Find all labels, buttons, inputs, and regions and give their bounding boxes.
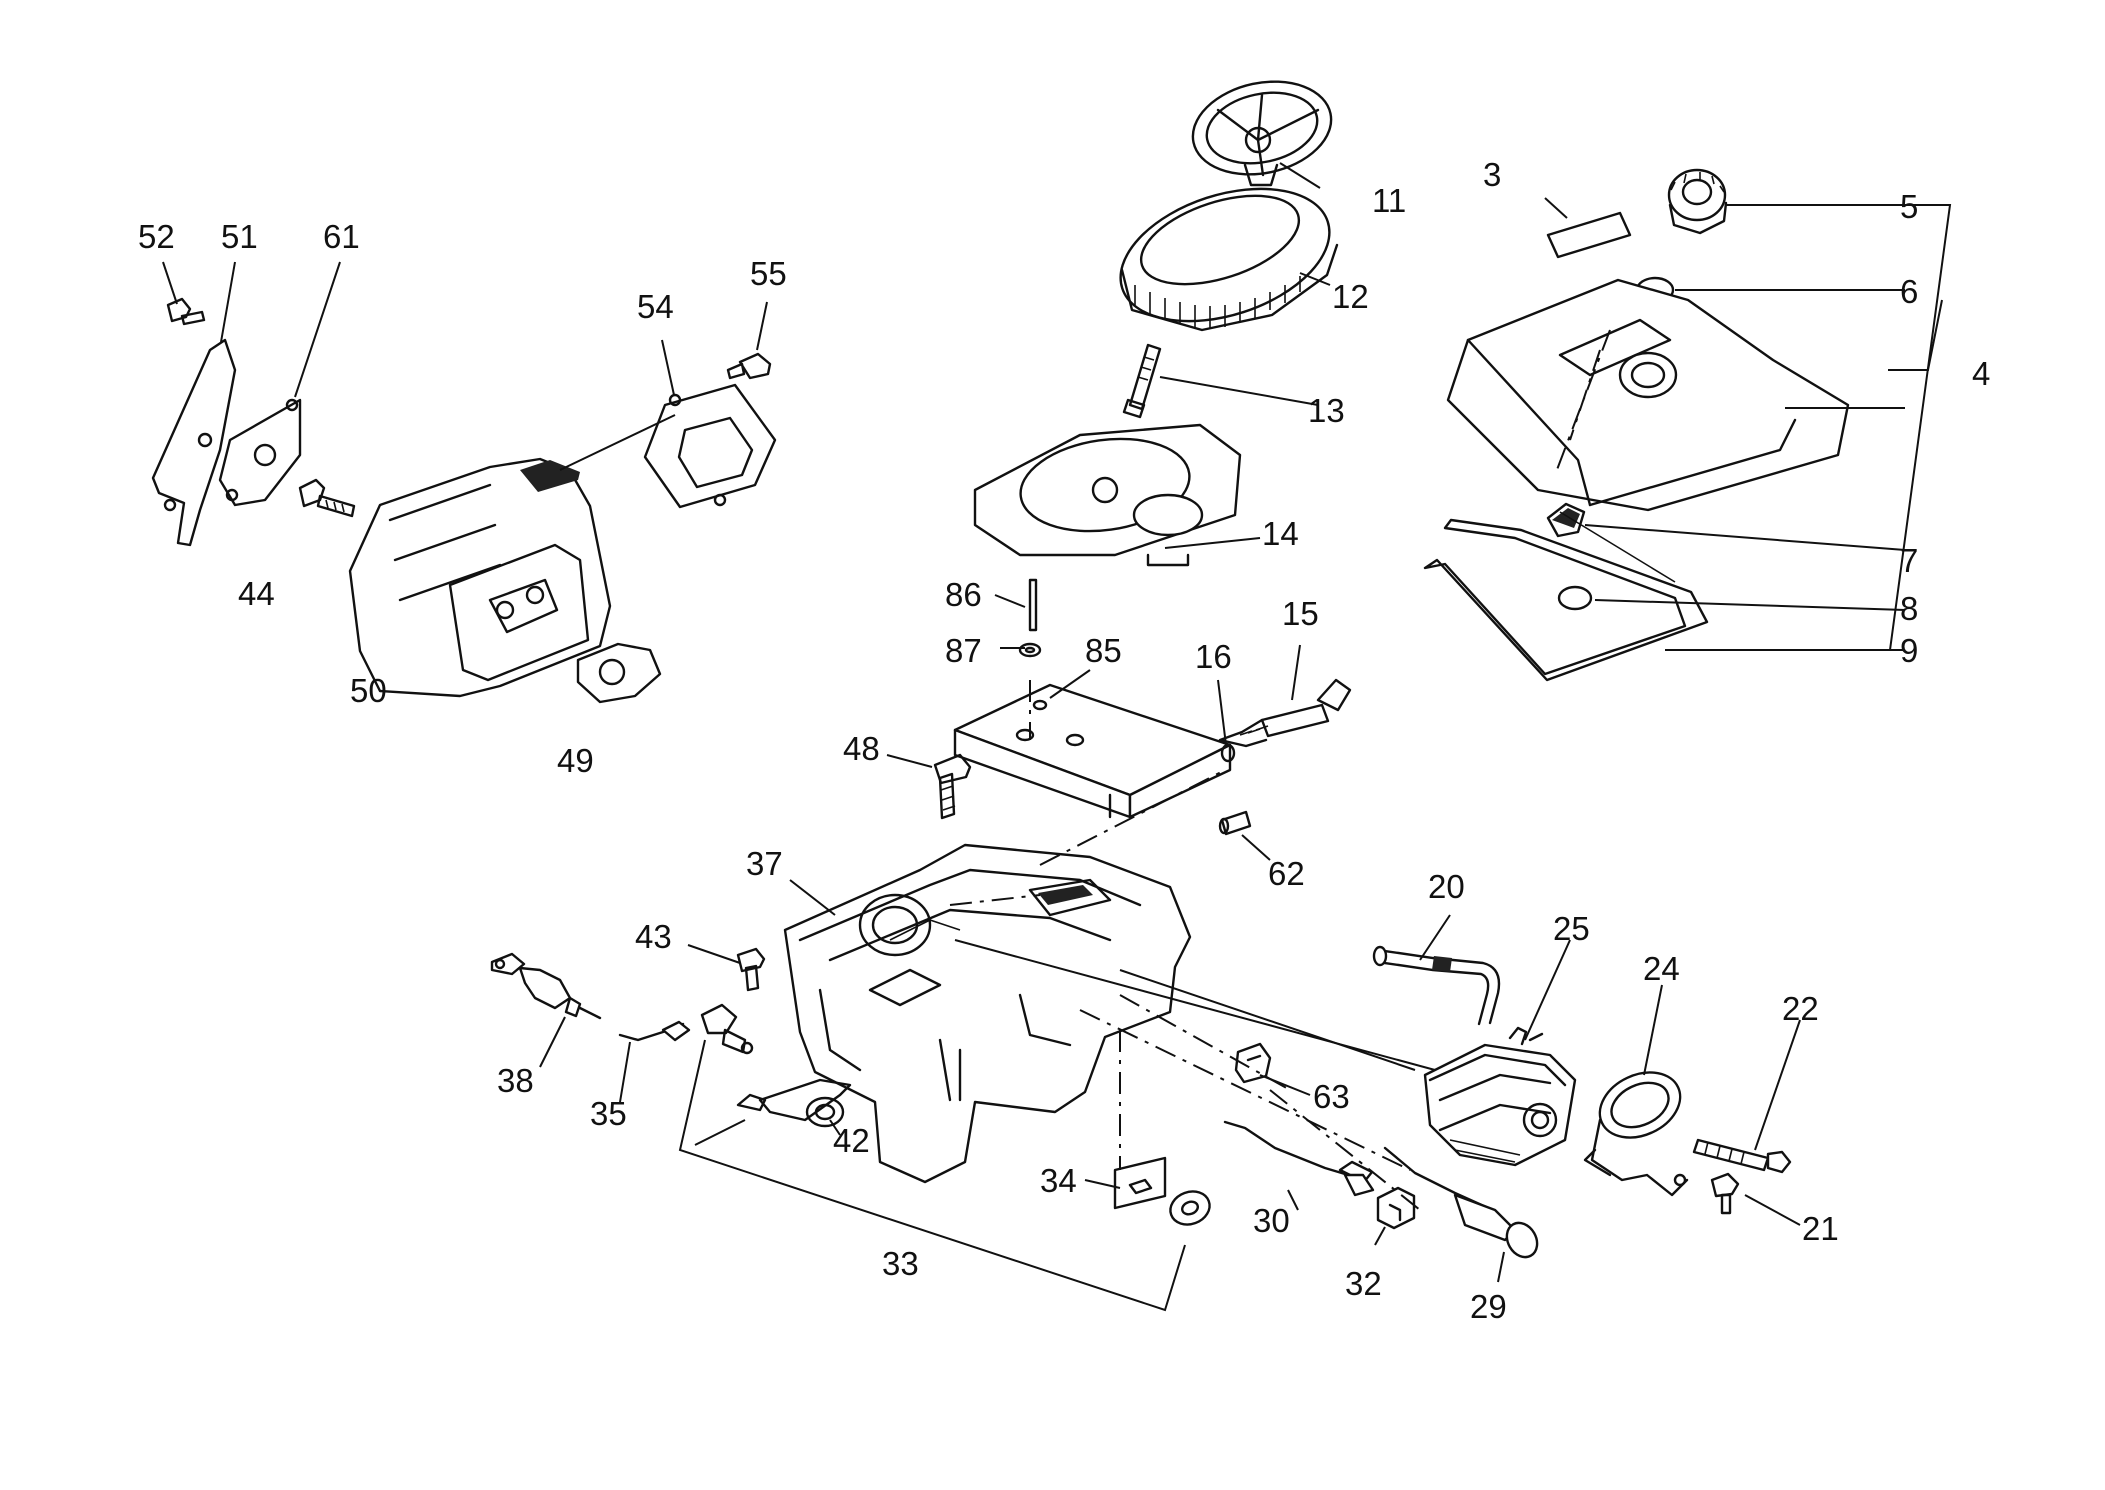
label-25: 25	[1553, 910, 1590, 947]
line-block-to-intake	[1119, 969, 1416, 1071]
part-4-tank-cover	[1446, 278, 1850, 512]
label-48: 48	[843, 730, 880, 767]
part-86-pin	[1028, 578, 1038, 632]
part-54-gasket	[643, 383, 777, 509]
part-22-screw	[1692, 1138, 1792, 1174]
label-21: 21	[1802, 1210, 1839, 1247]
part-14-filter-base	[973, 423, 1242, 567]
part-52-screw	[166, 297, 206, 326]
part-48-screw	[933, 753, 972, 820]
part-9-gasket	[1423, 511, 1709, 682]
label-85: 85	[1085, 632, 1122, 669]
part-63-grommet	[1234, 1042, 1272, 1084]
label-29: 29	[1470, 1288, 1507, 1325]
label-42: 42	[833, 1122, 870, 1159]
part-20-fuel-hose	[1372, 945, 1501, 1026]
part-25-carburetor	[1423, 1026, 1577, 1167]
part-15-bolt	[1218, 678, 1352, 748]
part-5-cap	[1667, 168, 1728, 235]
label-11: 11	[1372, 182, 1406, 219]
label-33: 33	[882, 1245, 919, 1282]
part-62-dowel	[1218, 810, 1252, 836]
label-38: 38	[497, 1062, 534, 1099]
part-3-decal	[1546, 211, 1632, 259]
label-87: 87	[945, 632, 982, 669]
part-8-oring	[1557, 585, 1593, 611]
assembly-centerlines	[1029, 680, 1421, 1211]
part-7-grommet	[1546, 502, 1586, 538]
label-4: 4	[1972, 355, 1990, 392]
part-12-air-filter	[1119, 187, 1339, 332]
label-12: 12	[1332, 278, 1369, 315]
part-30-rod	[1223, 1120, 1375, 1197]
label-54: 54	[637, 288, 674, 325]
part-44-bolt	[298, 478, 356, 518]
part-13-stud	[1122, 343, 1162, 419]
part-37-tank-body	[783, 843, 1192, 1184]
label-24: 24	[1643, 950, 1680, 987]
label-37: 37	[746, 845, 783, 882]
label-14: 14	[1262, 515, 1299, 552]
part-55-screw	[726, 352, 772, 380]
part-42-spring	[736, 1078, 852, 1128]
label-34: 34	[1040, 1162, 1077, 1199]
label-7: 7	[1900, 542, 1918, 579]
label-16: 16	[1195, 638, 1232, 675]
part-35-wire	[618, 1020, 691, 1042]
label-63: 63	[1313, 1078, 1350, 1115]
label-8: 8	[1900, 590, 1918, 627]
part-34-plate	[1113, 1156, 1167, 1210]
label-86: 86	[945, 576, 982, 613]
label-43: 43	[635, 918, 672, 955]
label-6: 6	[1900, 273, 1918, 310]
leader-lines	[162, 162, 1952, 1312]
label-62: 62	[1268, 855, 1305, 892]
part-number-labels: 52 51 61 44 50 49 54 55 11 12 13 14 86 8…	[138, 156, 1990, 1325]
part-85-block	[953, 683, 1232, 819]
label-15: 15	[1282, 595, 1319, 632]
part-38-connector	[490, 952, 602, 1020]
part-16-oring	[1220, 743, 1236, 763]
label-30: 30	[1253, 1202, 1290, 1239]
label-9: 9	[1900, 632, 1918, 669]
part-50-muffler	[348, 457, 612, 698]
part-29-choke	[1383, 1146, 1539, 1259]
label-22: 22	[1782, 990, 1819, 1027]
part-61-plate	[218, 398, 302, 507]
line-block-to-carb	[954, 939, 1436, 1071]
label-50: 50	[350, 672, 387, 709]
part-51-bracket	[151, 338, 237, 547]
label-61: 61	[323, 218, 360, 255]
label-20: 20	[1428, 868, 1465, 905]
label-52: 52	[138, 218, 175, 255]
label-13: 13	[1308, 392, 1345, 429]
label-51: 51	[221, 218, 258, 255]
part-49-gasket	[576, 642, 662, 704]
label-32: 32	[1345, 1265, 1382, 1302]
part-11-filter-cover	[1191, 80, 1333, 187]
label-35: 35	[590, 1095, 627, 1132]
line-muffler-to-gasket	[559, 414, 676, 471]
part-33-switch	[700, 1003, 754, 1055]
label-44: 44	[238, 575, 275, 612]
part-24-intake	[1583, 1071, 1689, 1197]
part-43-screw	[736, 947, 766, 992]
label-3: 3	[1483, 156, 1501, 193]
part-87-washer	[1018, 642, 1042, 658]
label-55: 55	[750, 255, 787, 292]
part-21-screw	[1710, 1172, 1740, 1215]
part-32-grommet	[1376, 1186, 1416, 1230]
label-49: 49	[557, 742, 594, 779]
part-33-nut	[1169, 1190, 1211, 1226]
label-5: 5	[1900, 188, 1918, 225]
